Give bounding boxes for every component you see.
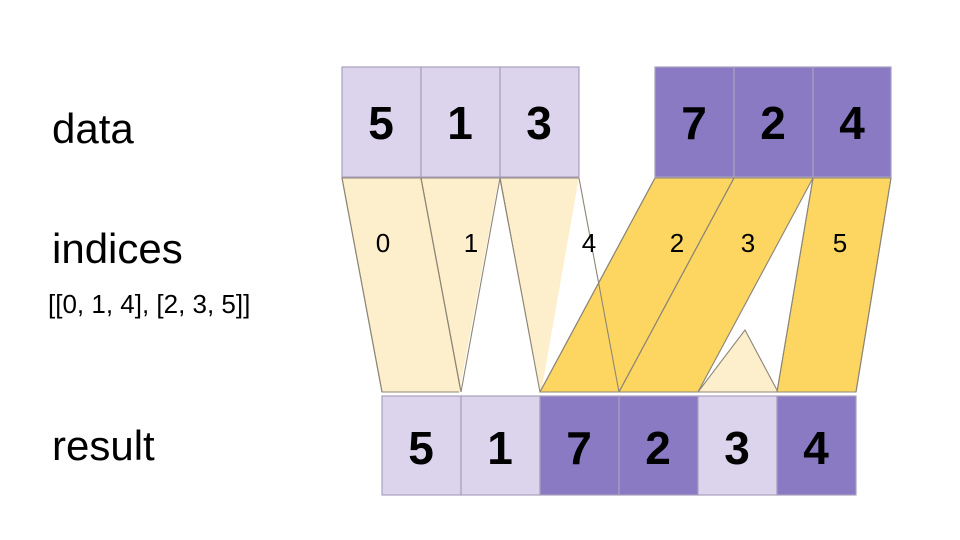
data-cell-0 <box>341 66 422 178</box>
label-result: result <box>52 422 155 469</box>
index-label-1: 1 <box>464 228 478 258</box>
ribbon-edges <box>341 177 892 393</box>
data-value-4: 2 <box>760 97 786 149</box>
result-value-4: 3 <box>724 422 750 474</box>
data-cell-3 <box>654 66 735 178</box>
result-cell-4 <box>697 395 778 496</box>
data-value-3: 7 <box>681 97 707 149</box>
result-value-0: 5 <box>408 422 434 474</box>
index-labels: 0 1 4 2 3 5 <box>376 228 847 258</box>
index-label-2: 4 <box>582 228 596 258</box>
data-value-0: 5 <box>368 97 394 149</box>
data-value-1: 1 <box>447 97 473 149</box>
index-label-0: 0 <box>376 228 390 258</box>
row-labels: data indices [[0, 1, 4], [2, 3, 5]] resu… <box>48 105 250 469</box>
index-label-5: 5 <box>833 228 847 258</box>
data-cell-2 <box>499 66 580 178</box>
wedge-right-light-yellow <box>696 328 779 393</box>
data-value-2: 3 <box>526 97 552 149</box>
result-value-1: 1 <box>487 422 513 474</box>
result-cell-5 <box>776 395 857 496</box>
result-value-3: 2 <box>645 422 671 474</box>
cutout-left-white <box>459 178 541 393</box>
data-cell-4 <box>733 66 814 178</box>
ribbon-band <box>341 177 892 393</box>
data-cell-1 <box>420 66 501 178</box>
data-cell-5 <box>812 66 892 178</box>
index-label-4: 3 <box>741 228 755 258</box>
result-value-5: 4 <box>803 422 829 474</box>
index-label-3: 2 <box>670 228 684 258</box>
data-row: 5 1 3 7 2 4 <box>341 66 892 178</box>
result-value-2: 7 <box>566 422 592 474</box>
result-row: 5 1 7 2 3 4 <box>381 395 857 496</box>
result-cell-3 <box>618 395 699 496</box>
label-data: data <box>52 105 134 152</box>
data-value-5: 4 <box>839 97 865 149</box>
label-indices-value: [[0, 1, 4], [2, 3, 5]] <box>48 289 250 319</box>
label-indices: indices <box>52 225 183 272</box>
